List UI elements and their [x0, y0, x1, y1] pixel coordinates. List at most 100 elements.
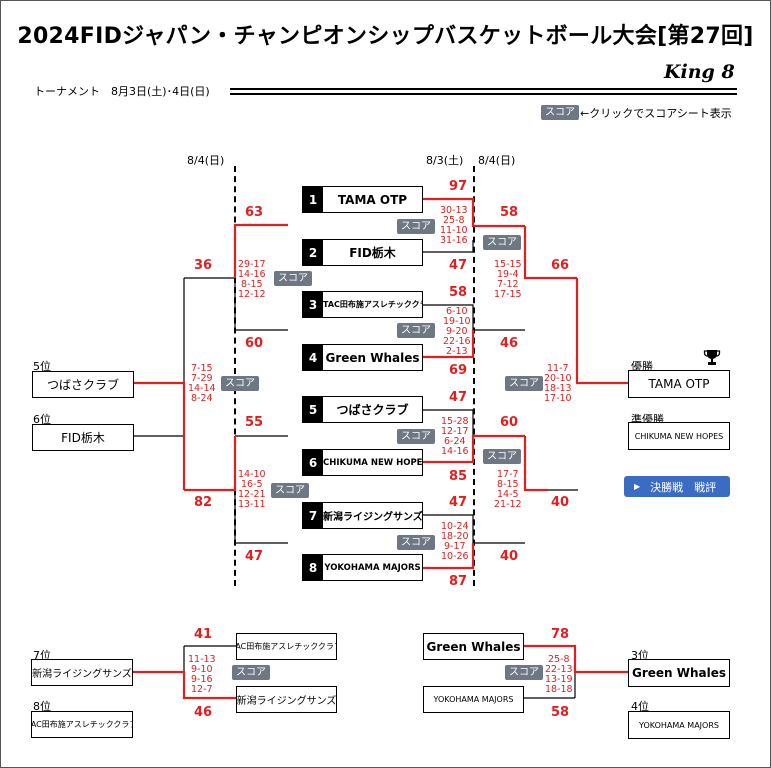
- eighth-place-label: 8位: [33, 700, 51, 713]
- legend-text: ←クリックでスコアシート表示: [580, 107, 732, 120]
- seed-number: 8: [303, 555, 323, 580]
- qf2-bottom-score: 69: [449, 363, 468, 378]
- runner-up-team: CHIKUMA NEW HOPES: [628, 422, 730, 450]
- team-name: Green Whales: [325, 350, 420, 365]
- review-button-label: 決勝戦 戦評: [650, 480, 717, 494]
- final-score-button[interactable]: スコア: [505, 376, 543, 391]
- seventh-game-top-team: TAC田布施アスレチッククラブ: [236, 633, 337, 660]
- fifth-game-score-button[interactable]: スコア: [221, 376, 259, 391]
- team-name: YOKOHAMA MAJORS: [324, 562, 421, 573]
- seed-4-box[interactable]: 4 Green Whales: [302, 344, 423, 371]
- qf3-top-score: 47: [449, 390, 468, 405]
- qf3-score-button[interactable]: スコア: [397, 429, 435, 444]
- qf1-top-score: 97: [449, 179, 468, 194]
- qf3-bottom-score: 85: [449, 469, 468, 484]
- sixth-place-team: FID栃木: [32, 424, 134, 451]
- sf1-bottom-score: 46: [500, 336, 519, 351]
- seed-5-box[interactable]: 5 つばさクラブ: [302, 396, 423, 423]
- date-center: 8/3(土): [426, 154, 464, 167]
- fourth-place-label: 4位: [631, 700, 649, 713]
- seventh-game-bottom-team: 新潟ライジングサンズ: [236, 686, 337, 713]
- sf2-set-scores: 17-7 8-15 14-5 21-12: [494, 469, 522, 510]
- third-game-top-score: 78: [551, 627, 570, 642]
- seed-2-box[interactable]: 2 FID栃木: [302, 239, 423, 266]
- date-left: 8/4(日): [187, 154, 225, 167]
- seed-number: 5: [303, 397, 323, 422]
- sf1-set-scores: 15-15 19-4 7-12 17-15: [494, 259, 522, 300]
- seed-number: 1: [303, 187, 323, 212]
- team-name: CHIKUMA NEW HOPES: [323, 457, 422, 468]
- third-place-label: 3位: [631, 649, 649, 662]
- final-bottom-score: 40: [551, 495, 570, 510]
- third-game-top-team: Green Whales: [423, 633, 524, 660]
- qf1-score-button[interactable]: スコア: [397, 219, 435, 234]
- team-name: TAC田布施アスレチッククラブ: [323, 300, 422, 309]
- sixth-place-label: 6位: [33, 413, 51, 426]
- cons2-score-button[interactable]: スコア: [271, 483, 309, 498]
- fifth-game-set-scores: 7-15 7-29 14-14 8-24: [188, 363, 216, 404]
- team-name: 新潟ライジングサンズ: [323, 512, 422, 523]
- sf2-bottom-score: 40: [500, 549, 519, 564]
- final-game-review-button[interactable]: ▶ 決勝戦 戦評: [624, 476, 730, 497]
- seed-number: 6: [303, 450, 323, 475]
- qf4-set-scores: 10-24 18-20 9-17 10-26: [441, 521, 469, 562]
- qf1-set-scores: 30-13 25-8 11-10 31-16: [440, 205, 468, 246]
- third-game-bottom-score: 58: [551, 705, 570, 720]
- qf3-set-scores: 15-28 12-17 6-24 14-16: [441, 416, 469, 457]
- seed-number: 4: [303, 345, 323, 370]
- play-triangle-icon: ▶: [634, 482, 641, 491]
- cons1-set-scores: 29-17 14-16 8-15 12-12: [238, 259, 266, 300]
- seed-6-box[interactable]: 6 CHIKUMA NEW HOPES: [302, 449, 423, 476]
- third-place-team: Green Whales: [628, 659, 730, 687]
- tournament-subtitle: トーナメント 8月3日(土)･4日(日): [34, 85, 210, 98]
- seventh-game-set-scores: 11-13 9-10 9-16 12-7: [188, 654, 216, 695]
- cons2-set-scores: 14-10 16-5 12-21 13-11: [238, 469, 266, 510]
- seed-number: 3: [303, 292, 323, 317]
- seventh-place-label: 7位: [33, 649, 51, 662]
- final-top-score: 66: [551, 258, 570, 273]
- legend-score-badge: スコア: [541, 105, 579, 120]
- team-name: つばさクラブ: [336, 403, 409, 417]
- third-game-set-scores: 25-8 22-13 13-19 18-18: [545, 654, 573, 695]
- champion-team: TAMA OTP: [628, 370, 730, 398]
- champion-label: 優勝: [631, 360, 653, 373]
- seventh-game-bottom-score: 46: [194, 705, 213, 720]
- trophy-icon: [703, 350, 721, 365]
- date-right: 8/4(日): [478, 154, 516, 167]
- qf4-top-score: 47: [449, 495, 468, 510]
- seed-1-box[interactable]: 1 TAMA OTP: [302, 186, 423, 213]
- qf4-score-button[interactable]: スコア: [397, 535, 435, 550]
- qf4-bottom-score: 87: [449, 574, 468, 589]
- third-game-bottom-team: YOKOHAMA MAJORS: [423, 686, 524, 713]
- sf2-score-button[interactable]: スコア: [483, 449, 521, 464]
- seed-number: 7: [303, 503, 323, 528]
- fifth-place-label: 5位: [33, 360, 51, 373]
- qf2-top-score: 58: [449, 285, 468, 300]
- seventh-game-top-score: 41: [194, 627, 213, 642]
- qf2-score-button[interactable]: スコア: [397, 323, 435, 338]
- sf1-top-score: 58: [500, 205, 519, 220]
- cons1-bottom-score: 60: [245, 336, 264, 351]
- cons1-top-score: 63: [245, 205, 264, 220]
- cons1-score-button[interactable]: スコア: [274, 271, 312, 286]
- fifth-game-bottom-score: 82: [194, 495, 213, 510]
- seed-7-box[interactable]: 7 新潟ライジングサンズ: [302, 502, 423, 529]
- final-set-scores: 11-7 20-10 18-13 17-10: [544, 363, 572, 404]
- seed-8-box[interactable]: 8 YOKOHAMA MAJORS: [302, 554, 423, 581]
- sf1-score-button[interactable]: スコア: [483, 235, 521, 250]
- seventh-game-score-button[interactable]: スコア: [232, 665, 270, 680]
- seed-3-box[interactable]: 3 TAC田布施アスレチッククラブ: [302, 291, 423, 318]
- fourth-place-team: YOKOHAMA MAJORS: [628, 711, 730, 739]
- cons2-top-score: 55: [245, 415, 264, 430]
- header-rule-top: [230, 88, 737, 90]
- day-divider-right: [473, 166, 475, 586]
- seventh-place-team: 新潟ライジングサンズ: [31, 659, 133, 686]
- cons2-bottom-score: 47: [245, 549, 264, 564]
- header-rule-bottom: [230, 93, 737, 95]
- seed-number: 2: [303, 240, 323, 265]
- sf2-top-score: 60: [500, 415, 519, 430]
- third-game-score-button[interactable]: スコア: [505, 665, 543, 680]
- team-name: TAMA OTP: [337, 192, 408, 207]
- qf2-set-scores: 6-10 19-10 9-20 22-16 2-13: [443, 306, 471, 357]
